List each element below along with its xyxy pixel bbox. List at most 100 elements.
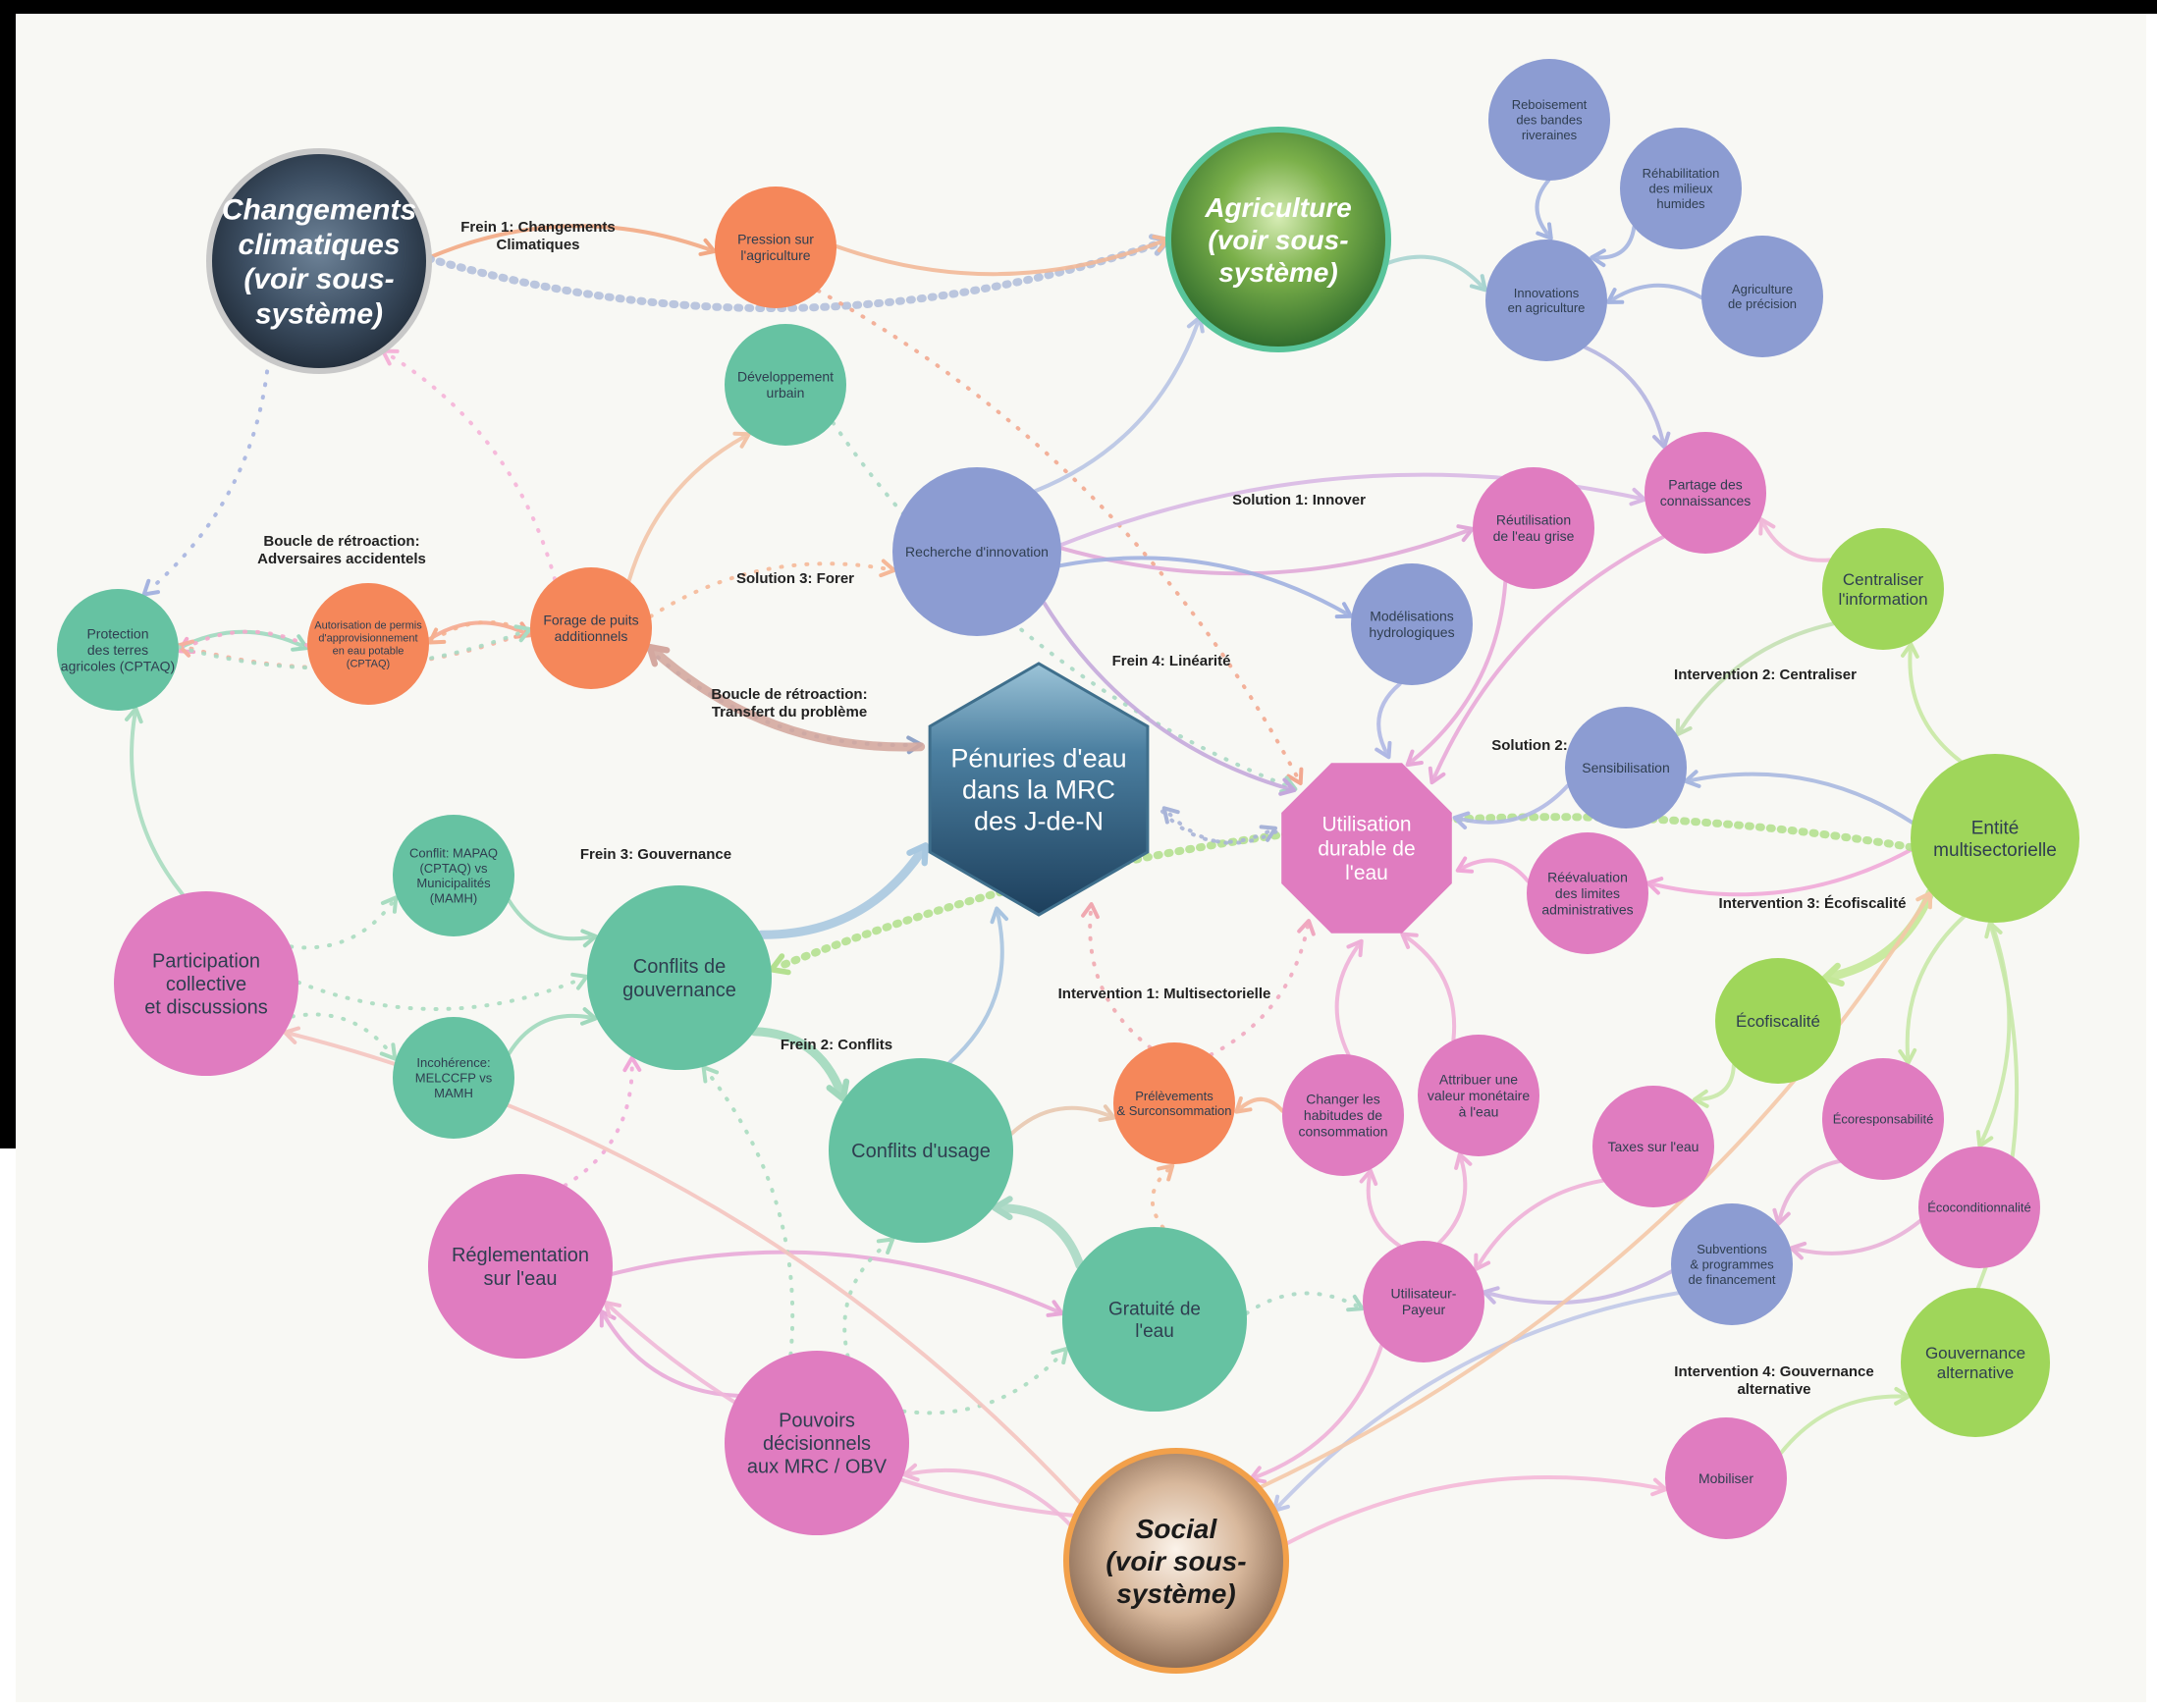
edge-reboisement-to-innovations [1535, 179, 1550, 236]
annotation-frein2-0: Frein 2: Conflits [781, 1037, 892, 1053]
node-gratuite[interactable]: Gratuité del'eau [1062, 1227, 1247, 1412]
node-social[interactable]: Social(voir sous-système) [1063, 1448, 1289, 1674]
node-shape-autorisation [307, 583, 429, 705]
arrowhead-partage-to-utilisation [1428, 766, 1446, 785]
node-label-conflitmapaq-2: Municipalités [416, 876, 491, 890]
node-autorisation[interactable]: Autorisation de permisd'approvisionnemen… [307, 583, 429, 705]
node-label-gouvalt-0: Gouvernance [1925, 1344, 2025, 1362]
node-conflitmapaq[interactable]: Conflit: MAPAQ(CPTAQ) vsMunicipalités(MA… [393, 815, 514, 936]
arrowhead-recherche-to-utilisation [1278, 777, 1297, 796]
node-shape-reutilisation [1473, 467, 1594, 589]
node-label-social-0: Social [1136, 1514, 1218, 1544]
node-label-forage-0: Forage de puits [543, 613, 638, 628]
arrowhead-forage-to-developpement [732, 431, 751, 449]
node-shape-modelisations [1351, 563, 1473, 685]
node-ecofiscalite[interactable]: Écofiscalité [1715, 958, 1841, 1084]
node-shape-utilisation [1281, 763, 1452, 934]
node-recherche[interactable]: Recherche d'innovation [892, 467, 1061, 636]
arrowhead-ecoresponsabilite-to-subventions [1772, 1207, 1791, 1226]
node-label-partage-0: Partage des [1668, 477, 1743, 493]
node-taxes[interactable]: Taxes sur l'eau [1592, 1086, 1714, 1207]
node-label-agriculture-1: (voir sous- [1208, 225, 1348, 255]
arrowhead-social-to-participation [283, 1026, 300, 1044]
edge-penuries-to-forage [649, 646, 926, 752]
edge-payeur-to-attribuer [1437, 1157, 1468, 1246]
node-payeur[interactable]: Utilisateur-Payeur [1363, 1241, 1484, 1362]
arrowhead-pression-to-utilisation [1286, 767, 1304, 785]
arrowhead-conflitmapaq-to-conflitsgouv [580, 929, 598, 948]
node-label-prelevements-0: Prélèvements [1135, 1089, 1213, 1103]
node-shape-agriculture [1165, 127, 1391, 352]
annotation-frein4-0: Frein 4: Linéarité [1112, 653, 1231, 669]
arrowhead-reglementation-to-conflitsgouv [622, 1055, 642, 1073]
annotation-frein1-0: Frein 1: Changements [460, 219, 616, 236]
edge-ecofiscalite-to-taxes [1698, 1063, 1736, 1101]
edge-taxes-to-payeur [1477, 1178, 1605, 1266]
node-mobiliser[interactable]: Mobiliser [1665, 1417, 1787, 1539]
arrowhead-social-to-entite [1915, 890, 1933, 910]
annotation-intervention4-1: alternative [1737, 1381, 1810, 1398]
node-ecoconditionnalite[interactable]: Écoconditionnalité [1918, 1147, 2040, 1268]
node-shape-reboisement [1488, 59, 1610, 181]
edge-social-to-mobiliser [1282, 1475, 1662, 1547]
node-shape-ecoconditionnalite [1918, 1147, 2040, 1268]
edge-subventions-to-social [1276, 1291, 1681, 1509]
node-prelevements[interactable]: Prélèvements& Surconsommation [1113, 1042, 1235, 1164]
edge-centraliser-to-partage [1761, 522, 1832, 562]
node-shape-partage [1645, 432, 1766, 554]
node-sensibilisation[interactable]: Sensibilisation [1565, 707, 1687, 828]
edge-participation-to-protection [130, 712, 185, 897]
arrowhead-entite-to-sensibilisation [1683, 770, 1701, 788]
node-conflitsusage[interactable]: Conflits d'usage [829, 1058, 1013, 1243]
node-label-gouvalt-1: alternative [1937, 1363, 2014, 1382]
arrowhead-forage-to-recherche [879, 559, 896, 578]
node-shape-protection [57, 589, 179, 711]
node-label-conflitmapaq-1: (CPTAQ) vs [419, 861, 488, 876]
edge-centraliser-to-sensibilisation [1678, 621, 1836, 732]
arrowhead-entite-to-ecoconditionnalite [1975, 1130, 1994, 1148]
edge-entite-to-sensibilisation [1689, 772, 1914, 825]
edge-pouvoirs-to-reglementation [602, 1314, 740, 1398]
node-agriculture[interactable]: Agriculture(voir sous-système) [1165, 127, 1391, 352]
arrowhead-recherche-to-partage [1629, 487, 1647, 507]
edge-mobiliser-to-gouvalt [1779, 1394, 1905, 1455]
node-label-agriprecision-0: Agriculture [1732, 282, 1793, 296]
arrowhead-payeur-to-changer [1359, 1168, 1378, 1186]
edge-pouvoirs-to-conflitsgouv [705, 1069, 795, 1357]
node-label-utilisation-0: Utilisation [1321, 814, 1411, 836]
node-label-penuries-1: dans la MRC [962, 775, 1115, 805]
node-label-subventions-0: Subventions [1697, 1242, 1767, 1256]
node-label-payeur-1: Payeur [1402, 1302, 1446, 1317]
edge-entite-to-ecoresponsabilite [1905, 914, 1967, 1059]
node-label-centraliser-0: Centraliser [1843, 570, 1924, 589]
node-ecoresponsabilite[interactable]: Écoresponsabilité [1822, 1058, 1944, 1180]
node-label-partage-1: connaissances [1660, 493, 1752, 508]
arrowhead-changements-to-protection [141, 578, 160, 597]
